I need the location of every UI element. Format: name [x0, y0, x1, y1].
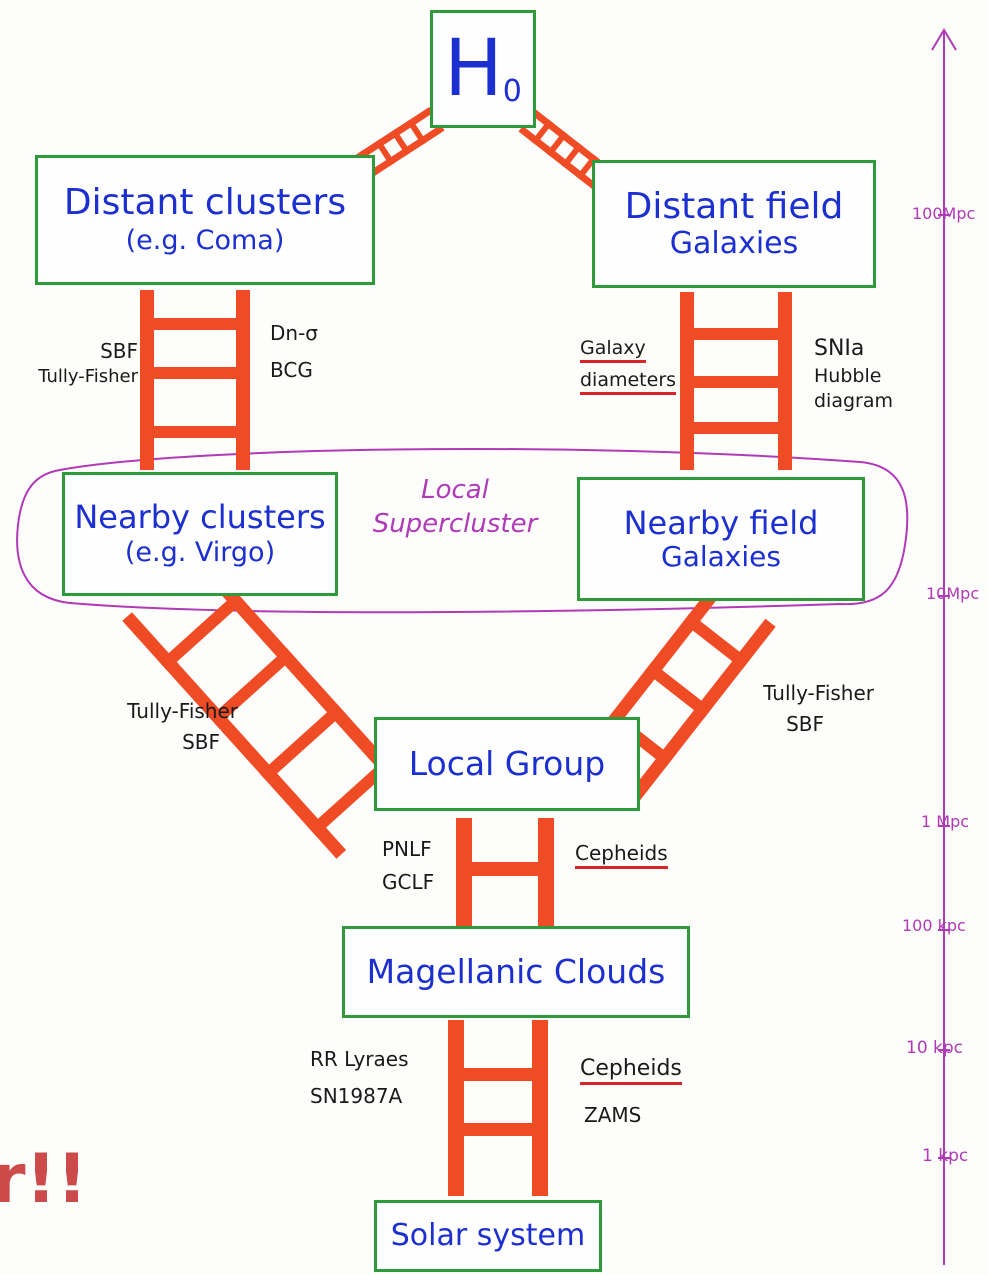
label-diameters: diameters	[580, 368, 677, 395]
nearby-clusters-title: Nearby clusters	[74, 497, 326, 536]
label-tf-sbf-lower-left: Tully-Fisher SBF	[108, 698, 238, 756]
label-pnlf: PNLF	[382, 837, 432, 861]
nearby-field-title: Nearby field	[623, 503, 819, 542]
label-tf-sbf-lower-right: Tully-Fisher SBF	[744, 680, 874, 738]
node-magellanic-clouds: Magellanic Clouds	[342, 926, 690, 1018]
h0-sub: 0	[502, 74, 522, 109]
ladder-h0-distant-field	[518, 109, 612, 191]
label-galaxy: Galaxy	[580, 337, 646, 363]
scale-tick-100mpc: 100Mpc	[912, 204, 976, 223]
label-snia-hubble: SNIa Hubble diagram	[814, 334, 893, 415]
scale-tick-1mpc: 1 Mpc	[921, 812, 970, 831]
label-sbf-ll: SBF	[182, 730, 220, 754]
label-dn-bcg: Dn-σ BCG	[270, 320, 318, 384]
node-distant-clusters: Distant clusters (e.g. Coma)	[35, 155, 375, 285]
label-hubble: Hubble	[814, 364, 882, 387]
label-galaxy-diameters: Galaxy diameters	[580, 336, 677, 395]
solar-title: Solar system	[390, 1217, 586, 1253]
local-group-title: Local Group	[408, 744, 606, 784]
ladder-local-group-to-magellanic	[456, 818, 554, 926]
node-h0: H0	[430, 10, 536, 128]
supercluster-line1: Local	[421, 475, 489, 505]
cut-off-slide-text: r!!	[0, 1140, 88, 1219]
distance-scale-arrow	[931, 28, 957, 1265]
distant-field-subtitle: Galaxies	[669, 226, 799, 262]
label-sbf-tully-fisher-upper: SBF Tully-Fisher	[28, 338, 138, 389]
node-local-group: Local Group	[374, 717, 640, 811]
supercluster-outline	[16, 447, 909, 614]
label-rr-sn: RR Lyraes SN1987A	[310, 1046, 409, 1110]
ladder-distant-to-nearby-clusters	[140, 290, 250, 470]
ladder-magellanic-to-solar	[448, 1020, 548, 1196]
magellanic-title: Magellanic Clouds	[366, 952, 666, 992]
supercluster-line2: Supercluster	[372, 508, 538, 539]
scale-tick-10mpc: 10Mpc	[926, 584, 980, 603]
label-cepheids-lower: Cepheids	[580, 1054, 682, 1085]
scale-tick-100kpc: 100 kpc	[902, 916, 966, 935]
nearby-field-subtitle: Galaxies	[661, 540, 781, 574]
node-solar-system: Solar system	[374, 1200, 602, 1272]
label-sn1987a: SN1987A	[310, 1084, 403, 1108]
label-dn-sigma: Dn-σ	[270, 321, 318, 345]
label-snia: SNIa	[814, 336, 865, 361]
label-cepheids-lower-text: Cepheids	[580, 1056, 682, 1085]
label-zams: ZAMS	[584, 1103, 642, 1127]
scale-tick-10kpc: 10 kpc	[906, 1038, 964, 1058]
label-pnlf-gclf: PNLF GCLF	[382, 836, 434, 896]
ladder-distant-to-nearby-field	[680, 292, 792, 470]
label-sbf: SBF	[100, 339, 138, 363]
node-nearby-field: Nearby field Galaxies	[577, 477, 865, 601]
distant-clusters-title: Distant clusters	[63, 182, 347, 224]
label-gclf: GCLF	[382, 870, 435, 894]
distant-clusters-example: (e.g. Coma)	[125, 224, 285, 256]
supercluster-label: Local Supercluster	[360, 474, 550, 542]
label-diagram: diagram	[814, 390, 894, 413]
distant-field-title: Distant field	[624, 186, 844, 228]
node-distant-field: Distant field Galaxies	[592, 160, 876, 288]
label-tully-fisher-lr: Tully-Fisher	[763, 681, 874, 705]
label-sbf-lr: SBF	[786, 712, 824, 736]
h0-main: H	[444, 24, 503, 114]
label-bcg: BCG	[270, 358, 313, 382]
ladder-nearby-clusters-to-local-group	[122, 551, 414, 859]
nearby-clusters-example: (e.g. Virgo)	[124, 536, 276, 568]
label-tully-fisher-ll: Tully-Fisher	[127, 699, 238, 723]
node-nearby-clusters: Nearby clusters (e.g. Virgo)	[62, 472, 338, 596]
scale-tick-1kpc: 1 kpc	[922, 1146, 969, 1166]
label-rr-lyraes: RR Lyraes	[310, 1047, 409, 1071]
label-tully-fisher: Tully-Fisher	[38, 366, 138, 387]
label-cepheids-upper-text: Cepheids	[575, 841, 668, 869]
label-cepheids-upper: Cepheids	[575, 840, 668, 869]
